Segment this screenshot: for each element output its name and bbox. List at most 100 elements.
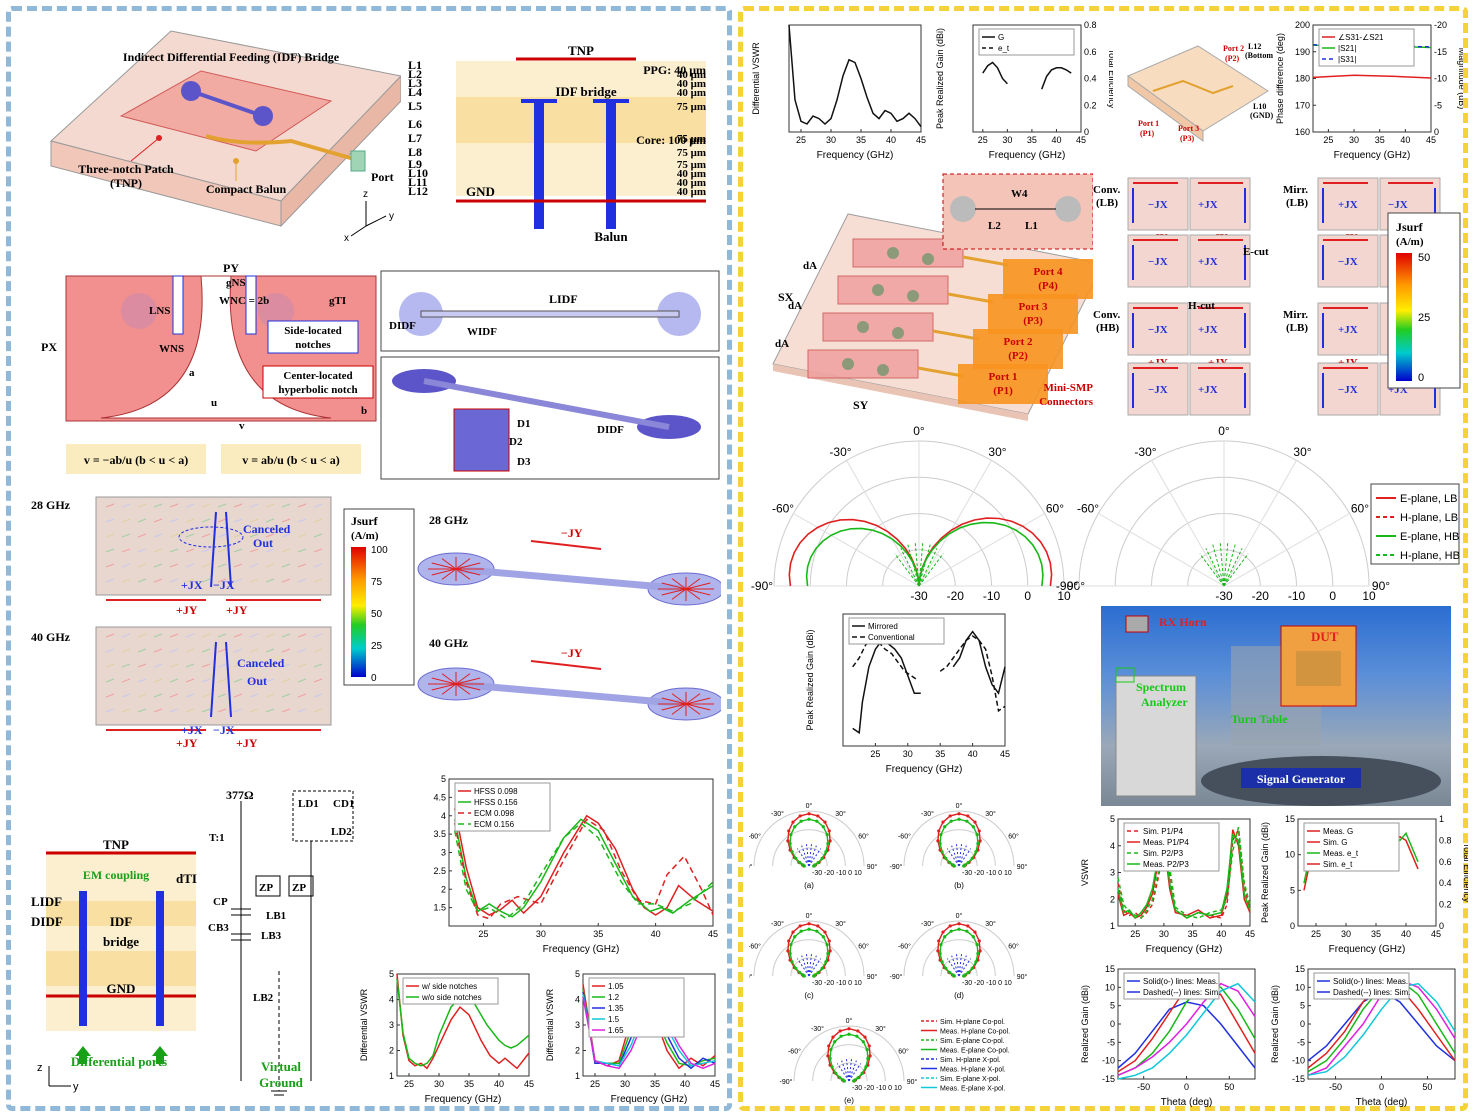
small-polar-marker [793, 825, 797, 829]
chart-y2tick-label: 0 [1434, 127, 1439, 137]
current-vector [233, 693, 243, 698]
conv-lb: Conv. [1093, 184, 1120, 196]
bridge-28-label: 28 GHz [429, 513, 469, 527]
ecm-schematic: TNP EM coupling dTI LIDF DIDF IDF bridge… [31, 788, 354, 1096]
chart-xtick-label: 25 [1130, 929, 1140, 939]
small-polar-marker [847, 1032, 851, 1036]
stack-thickness: 40 μm [677, 87, 706, 99]
current-vector [217, 518, 227, 523]
small-polar-marker [865, 1048, 869, 1052]
chart-ytick-label: 1.5 [433, 903, 446, 913]
chart-legend-entry: |S31| [1338, 55, 1356, 64]
small-polar-angle: -30° [921, 810, 934, 818]
small-polar-angle: -90° [749, 863, 753, 871]
current-vector [233, 563, 243, 568]
small-polar-marker [939, 943, 943, 947]
balun-label: Compact Balun [206, 182, 287, 196]
small-polar-angle: -90° [749, 973, 753, 981]
chart-ytick-label: 3 [389, 1020, 394, 1030]
chart-ytick-label: 190 [1295, 47, 1310, 57]
chart-ytick-label: 5 [575, 969, 580, 979]
small-polar-marker [787, 939, 791, 943]
small-polar-marker [943, 935, 947, 939]
small-polar-angle: 60° [898, 1048, 909, 1056]
small-polar-marker [940, 850, 944, 854]
bridge-current-vector [685, 588, 711, 596]
zp-label: ZP [259, 882, 273, 894]
chart-legend-box [402, 977, 499, 1005]
bridge-current-vector [455, 677, 481, 685]
array-via [842, 358, 854, 370]
chart-xtick-label: 35 [1375, 135, 1385, 145]
chart-ylabel: VSWR [1080, 858, 1090, 886]
current-vector [281, 563, 291, 568]
current-vector [217, 693, 227, 698]
current-vector [201, 693, 211, 698]
da-label-1: dA [803, 260, 817, 272]
small-polar-angle: 0° [806, 802, 813, 810]
small-polar-marker [973, 930, 977, 934]
small-polar-ring [793, 1025, 905, 1082]
small-polar-legend-entry: Meas. H-plane Co-pol. [940, 1029, 1010, 1036]
chart-legend-box [1123, 822, 1220, 872]
stack-layer-band [456, 88, 706, 97]
current-tile [1189, 362, 1251, 416]
chart-y2tick-label: 0 [1084, 127, 1089, 137]
current-jx-label: +JX [1198, 324, 1218, 336]
small-polar-marker [973, 820, 977, 824]
chart-series-line [453, 808, 714, 916]
polar-angle-label: 30° [988, 445, 1006, 459]
array-via [857, 321, 869, 333]
current-jx-label: +JX [1198, 384, 1218, 396]
d2-label: D2 [509, 436, 523, 448]
small-polar-marker [827, 1044, 831, 1048]
chart-legend-entry: Meas. e_t [1323, 849, 1359, 858]
current-vector [217, 548, 227, 553]
em-coupling-label: EM coupling [83, 868, 149, 882]
small-polar-marker [868, 1054, 872, 1058]
small-polar-angle: 90° [1017, 973, 1028, 981]
small-polar-angle: -60° [898, 943, 911, 951]
small-polar-marker [807, 812, 811, 816]
current-vector [265, 578, 275, 583]
small-polar-marker [807, 927, 811, 931]
current-vector [185, 693, 195, 698]
chart-legend-entry: Meas. P1/P4 [1143, 838, 1189, 847]
current-vector [137, 693, 147, 698]
chart-xlabel: Frequency (GHz) [425, 1094, 502, 1105]
bridge-current-vector [455, 683, 471, 695]
pjx-label-2: +JX [181, 723, 203, 737]
small-polar-marker [834, 1071, 838, 1076]
small-polar-angle: 30° [985, 810, 996, 818]
balun-p1b: (P1) [1140, 129, 1155, 138]
current-vector [137, 633, 147, 638]
chart-ylabel: Peak Realized Gain (dBi) [1260, 822, 1270, 923]
chart-y2tick-label: 0.8 [1439, 835, 1452, 845]
small-polar-marker [937, 829, 941, 833]
ecm-lidf-label: LIDF [31, 894, 62, 909]
current-vector [313, 563, 323, 568]
small-polar-xpol [796, 958, 810, 977]
current-vector [217, 578, 227, 583]
u-label: u [211, 397, 217, 409]
d1-label: D1 [517, 418, 530, 430]
stack-idf-label: IDF bridge [555, 84, 616, 99]
bridge-current-vector [661, 703, 687, 711]
stack-layer-name: L12 [408, 184, 428, 198]
current-jx-label: −JX [1148, 199, 1168, 211]
ecm-bridge-label: bridge [103, 934, 139, 949]
small-polar-marker [975, 943, 979, 947]
current-vector [169, 533, 179, 538]
current-tile [1317, 362, 1379, 416]
ground-label: Ground [259, 1075, 304, 1090]
polar-xpol-trace [918, 544, 931, 587]
chart-ylabel: Phase difference (deg) [1275, 33, 1285, 124]
small-polar-marker [815, 929, 819, 933]
stack-gnd-label: GND [466, 184, 495, 199]
small-polar-marker [957, 817, 961, 821]
small-polar-marker [807, 922, 811, 926]
small-polar-marker [838, 1029, 842, 1033]
chart-legend-entry: Solid(o-) lines: Meas. [1143, 977, 1218, 986]
chart-xtick-label: 35 [1027, 135, 1037, 145]
